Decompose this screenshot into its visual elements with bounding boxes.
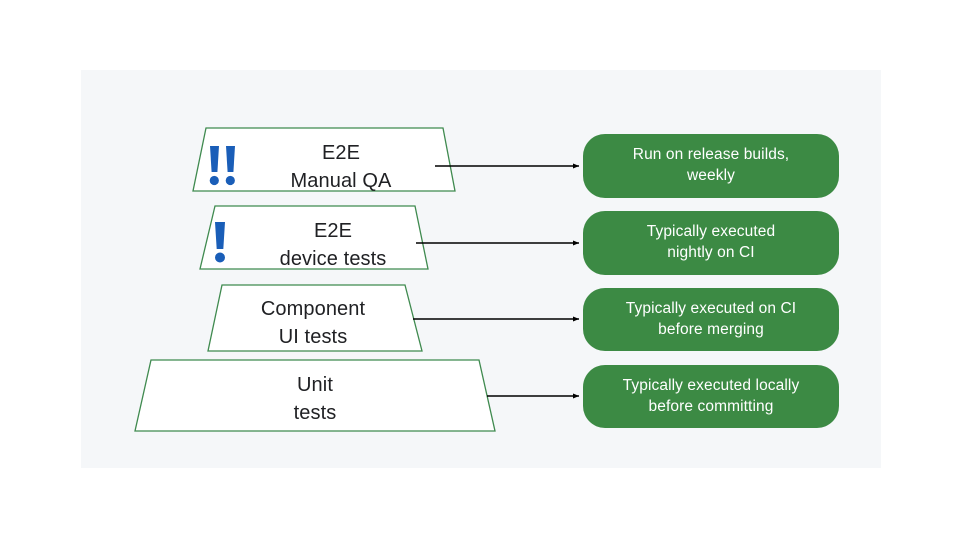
pyramid-layer-component-ui-tests-label: Component UI tests [260,298,366,349]
callout-e2e-device-tests[interactable]: Typically executed nightly on CI [583,211,839,275]
callout-text: Typically executed locally before commit… [622,376,800,415]
pyramid-layer-unit-tests-shape[interactable] [134,359,496,432]
callout-text: Typically executed on CI before merging [625,299,797,338]
double-exclamation-icon [209,146,235,186]
pyramid-layer-e2e-device-tests-label: E2E device tests [279,220,387,271]
pyramid-layer-e2e-device-tests-shape[interactable] [199,205,429,270]
callout-unit-tests[interactable]: Typically executed locally before commit… [583,365,839,428]
pyramid-layer-component-ui-tests-shape[interactable] [207,284,423,352]
callout-e2e-manual-qa[interactable]: Run on release builds, weekly [583,134,839,198]
exclamation-icon [215,222,225,263]
pyramid-layer-e2e-manual-qa-label: E2E Manual QA [290,142,392,193]
pyramid-layer-e2e-manual-qa-shape[interactable] [192,127,456,192]
pyramid-layer-unit-tests-label: Unit tests [293,374,337,425]
callout-text: Run on release builds, weekly [632,146,790,184]
callout-component-ui-tests[interactable]: Typically executed on CI before merging [583,288,839,351]
callout-text: Typically executed nightly on CI [646,223,776,261]
